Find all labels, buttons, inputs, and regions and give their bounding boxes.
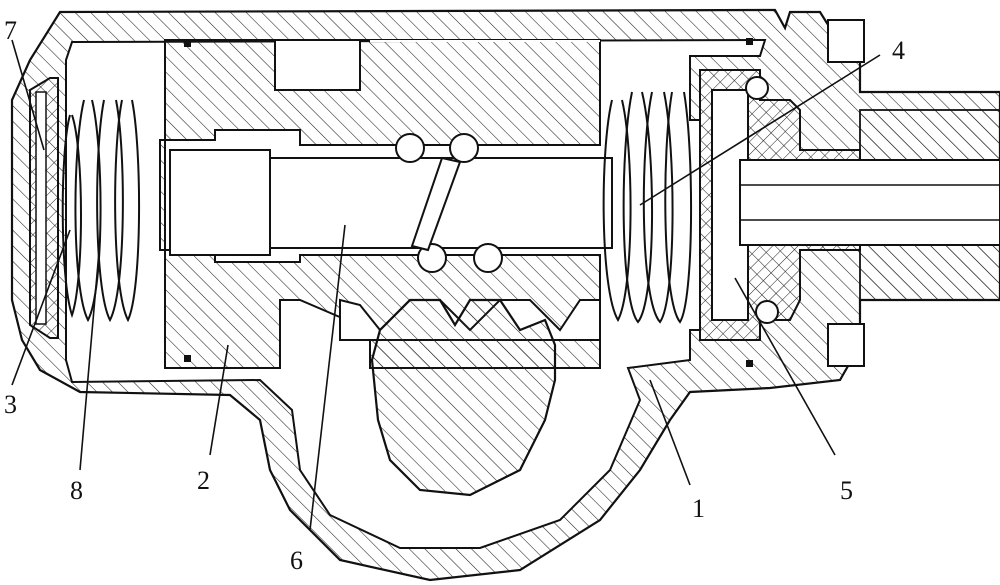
callout-7: 7: [4, 16, 17, 45]
callout-2: 2: [197, 466, 210, 495]
flange-bolts: [827, 19, 865, 367]
piston: [159, 39, 601, 369]
seals: [184, 38, 753, 367]
callout-8: 8: [70, 476, 83, 505]
valve-bearing-balls: [745, 76, 779, 324]
callout-3: 3: [4, 390, 17, 419]
sector-gear: [370, 298, 557, 497]
recirculating-balls: [395, 133, 503, 273]
leader-lines: [11, 39, 881, 531]
ball-guide-tube: [410, 156, 462, 252]
input-shaft: [739, 159, 1000, 246]
right-spring: [602, 91, 693, 324]
callout-5: 5: [840, 476, 853, 505]
callout-4: 4: [892, 36, 905, 65]
callout-6: 6: [290, 546, 303, 575]
left-spring: [61, 99, 141, 323]
callout-1: 1: [692, 494, 705, 523]
